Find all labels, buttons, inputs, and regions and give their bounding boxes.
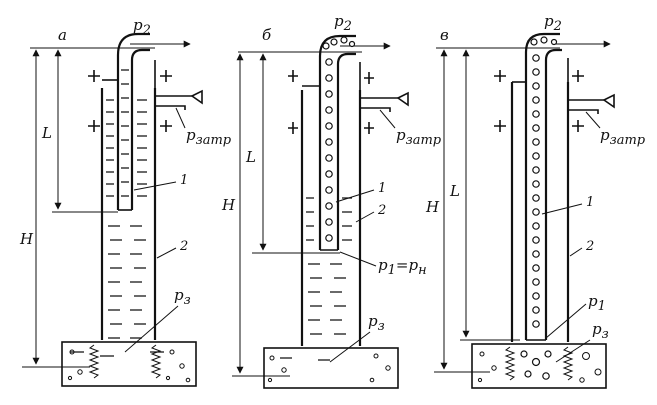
formation [471, 343, 607, 389]
annulus-pressure-label: pзатр [186, 126, 232, 148]
tubing-inner-wall [130, 48, 150, 210]
casing-leader [355, 211, 375, 223]
plus-marks [494, 70, 584, 132]
outlet-pressure-label: p2 [133, 16, 151, 38]
tubing-outer-wall [318, 34, 356, 250]
perforations [88, 344, 162, 379]
annulus-line [155, 95, 192, 110]
panel-letter: б [262, 26, 272, 44]
plus-marks [288, 70, 374, 134]
shoe-pressure-label: p1=pн [378, 256, 427, 278]
bottom-pressure-label: pз [174, 286, 191, 308]
tubing-outer-wall [524, 32, 560, 340]
tubing-number: 1 [378, 181, 386, 196]
height-label: H [425, 198, 440, 216]
height-label: H [221, 196, 236, 214]
annulus-line [360, 97, 398, 112]
length-label: L [245, 148, 256, 166]
annulus-pressure-label: pзатр [600, 126, 646, 148]
tubing-leader [541, 203, 583, 215]
length-label: L [41, 124, 52, 142]
annulus-line [568, 99, 604, 114]
outlet-pressure-label: p2 [544, 12, 562, 34]
tubing-number: 1 [586, 195, 594, 210]
formation-pores [477, 351, 602, 383]
gas-bubbles-tubing [530, 36, 558, 328]
formation [263, 347, 399, 389]
casing-number: 2 [585, 239, 594, 254]
bottom-pressure-label: pз [368, 312, 385, 334]
casing-number: 2 [179, 239, 188, 254]
bottom-pressure-leader [329, 331, 371, 363]
formation [61, 341, 197, 387]
annulus-valve [602, 93, 615, 109]
panel-letter: а [58, 26, 67, 44]
formation-pores [267, 353, 391, 383]
tubing-inner-wall [336, 52, 356, 250]
bottom-pressure-leader [124, 305, 179, 353]
gas-bubbles-tubing [322, 36, 356, 242]
panel-a: а H L p2 pзатр [19, 16, 232, 387]
shoe-pressure-label: p1 [588, 292, 606, 314]
liquid-fill-bottom [70, 225, 164, 357]
tubing-leader [335, 189, 375, 203]
plus-marks [88, 70, 172, 132]
annulus-valve [190, 89, 203, 105]
tubing-number: 1 [180, 173, 188, 188]
casing-leader [569, 247, 583, 257]
bottom-pressure-leader [555, 339, 591, 363]
outlet-pressure-label: p2 [334, 12, 352, 34]
shoe-pressure-leader [339, 251, 377, 267]
tubing-outer-wall [116, 32, 150, 210]
panel-b: б H L p2 pзатр [221, 12, 442, 389]
casing-walls [100, 88, 157, 340]
bottom-pressure-label: pз [592, 320, 609, 342]
liquid-fill-annulus [306, 197, 352, 241]
gas-bubbles-formation [520, 350, 552, 380]
height-label: H [19, 230, 34, 248]
casing-walls [300, 90, 362, 346]
annulus-leader [379, 109, 396, 129]
tubing-leader [133, 181, 177, 191]
liquid-fill-bottom [280, 263, 346, 361]
shoe-pressure-leader [545, 303, 587, 339]
panel-c: в H L p2 pзатр [425, 12, 646, 389]
annulus-leader [175, 107, 186, 129]
annulus-leader [585, 111, 601, 129]
annulus-valve [396, 91, 409, 107]
panel-letter: в [440, 26, 449, 44]
tubing-inner-wall [544, 48, 562, 340]
formation-pores [67, 349, 191, 383]
annulus-pressure-label: pзатр [396, 126, 442, 148]
casing-walls [510, 82, 570, 342]
casing-leader [156, 247, 177, 259]
length-label: L [449, 182, 460, 200]
liquid-fill-annulus [106, 69, 147, 197]
casing-number: 2 [377, 203, 386, 218]
